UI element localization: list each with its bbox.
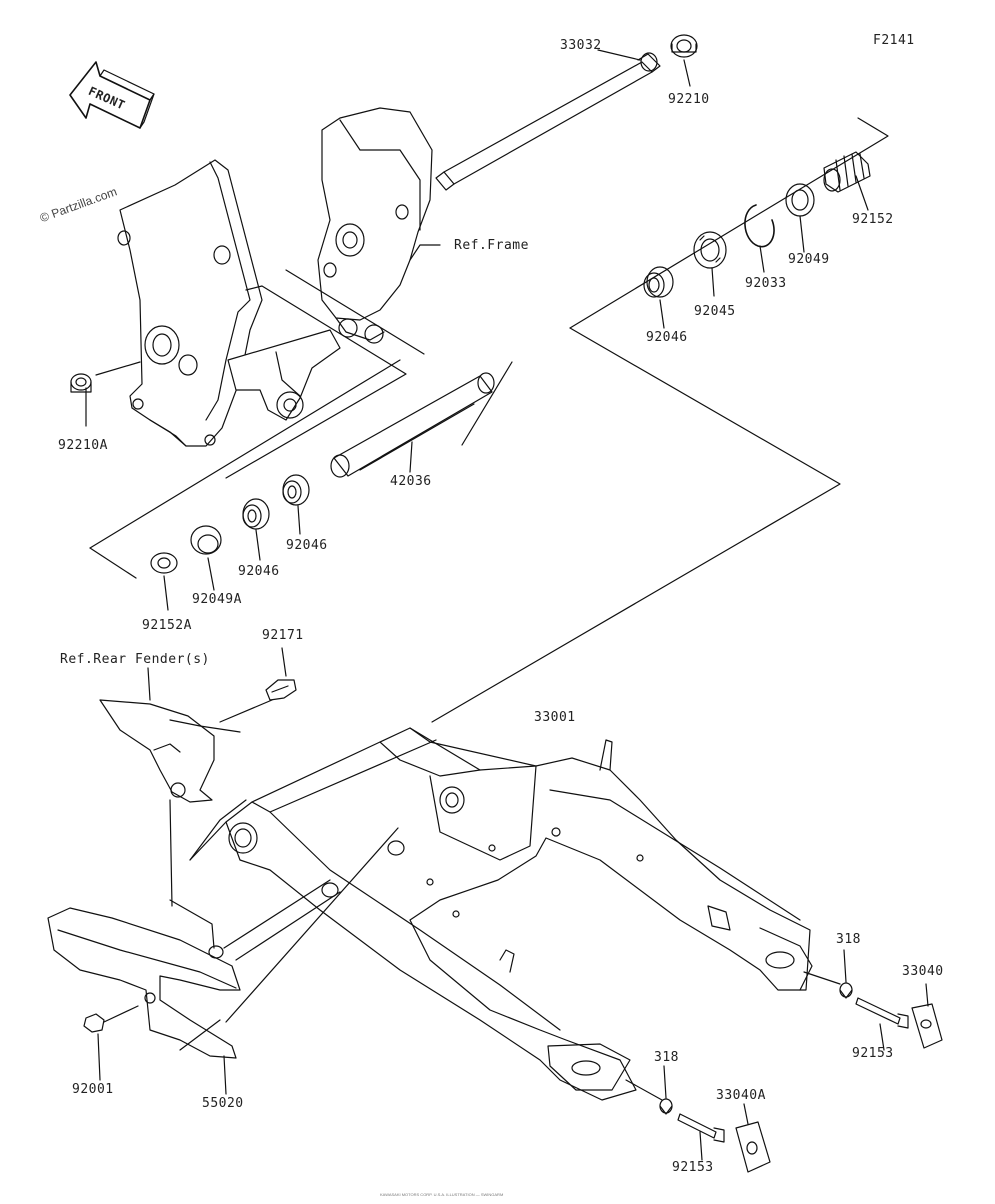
nut-92210A (70, 373, 92, 393)
label-92049A: 92049A (192, 592, 242, 607)
label-318-right: 318 (836, 932, 861, 947)
label-92001: 92001 (72, 1082, 114, 1097)
needle-bearing-92046-top (643, 266, 674, 298)
collar-92152 (823, 151, 871, 193)
collar-92152A (150, 552, 178, 574)
label-55020: 55020 (202, 1096, 244, 1111)
sleeve-42036 (330, 372, 495, 478)
needle-bearing-92046-low (242, 498, 270, 530)
label-92152A: 92152A (142, 618, 192, 633)
frame-left-plate (117, 159, 263, 447)
frame-crossmember (227, 329, 341, 421)
bearing-92045 (693, 231, 727, 269)
label-33032: 33032 (560, 38, 602, 53)
label-92033: 92033 (745, 276, 787, 291)
label-33040: 33040 (902, 964, 944, 979)
block-33040A (735, 1121, 771, 1173)
bolt-92001 (83, 1005, 139, 1033)
swingarm-33001 (225, 727, 813, 1101)
label-92171: 92171 (262, 628, 304, 643)
needle-bearing-92046-mid (282, 474, 310, 506)
label-42036: 42036 (390, 474, 432, 489)
chain-guard-55020 (47, 907, 241, 1059)
clip-92171 (265, 679, 297, 701)
label-92046-mid: 92046 (286, 538, 328, 553)
ref-frame-label: Ref.Frame (454, 238, 529, 253)
label-33001: 33001 (534, 710, 576, 725)
label-92046-top: 92046 (646, 330, 688, 345)
nut-92210 (670, 34, 698, 58)
nut-318-right (839, 982, 853, 999)
front-arrow-icon (69, 61, 155, 129)
frame-right-plate (317, 107, 433, 344)
label-92153-lower: 92153 (672, 1160, 714, 1175)
circlip-92033 (744, 204, 775, 248)
label-92152: 92152 (852, 212, 894, 227)
label-92210A: 92210A (58, 438, 108, 453)
seal-92049A (190, 525, 222, 555)
chain-guard-bracket (99, 699, 241, 803)
pivot-shaft-33032 (435, 52, 661, 191)
label-92153-right: 92153 (852, 1046, 894, 1061)
figure-code: F2141 (873, 33, 915, 48)
bolt-92153-right (855, 997, 909, 1029)
label-318-lower: 318 (654, 1050, 679, 1065)
block-33040 (911, 1003, 943, 1049)
label-92210: 92210 (668, 92, 710, 107)
footer-note: KAWASAKI MOTORS CORP. U.S.A. ILLUSTRATIO… (380, 1192, 504, 1197)
label-92049: 92049 (788, 252, 830, 267)
ref-rear-fender-label: Ref.Rear Fender(s) (60, 652, 210, 667)
bolt-92153-lower (677, 1113, 725, 1143)
nut-318-lower (659, 1098, 673, 1115)
label-92046-low: 92046 (238, 564, 280, 579)
label-92045: 92045 (694, 304, 736, 319)
label-33040A: 33040A (716, 1088, 766, 1103)
